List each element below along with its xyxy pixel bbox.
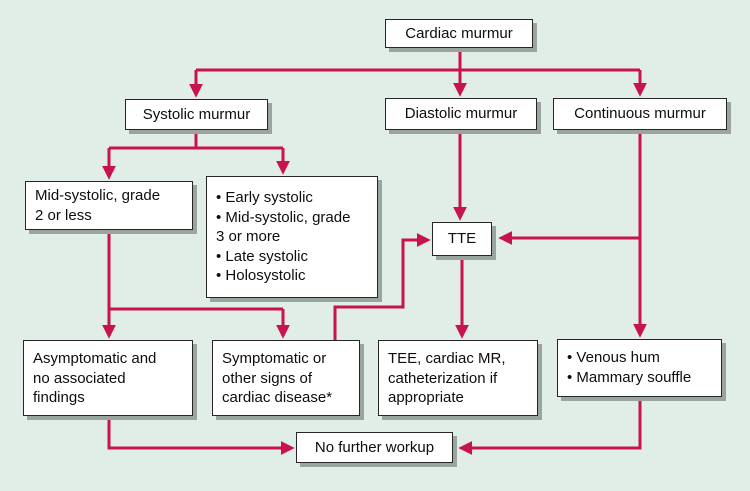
node-continuous-murmur: Continuous murmur [553, 98, 727, 130]
text-line: findings [33, 389, 85, 406]
text-line: • Holosystolic [216, 267, 306, 284]
edge-cardiac-trunk [196, 47, 640, 72]
edge-symptomatic-to-tte [333, 233, 431, 340]
text-line: no associated [33, 369, 126, 387]
text-line: • Late systolic [216, 247, 308, 265]
node-tee-workup: TEE, cardiac MR, catheterization if appr… [378, 340, 538, 416]
text-line: 2 or less [35, 206, 92, 224]
text-line: catheterization if [388, 369, 498, 387]
text-line: appropriate [388, 389, 464, 406]
node-systolic-murmur: Systolic murmur [125, 99, 268, 130]
node-diastolic-murmur: Diastolic murmur [385, 98, 537, 130]
text-line: • Early systolic [216, 189, 313, 206]
text-line: • Mammary souffle [567, 368, 692, 386]
node-symptomatic: Symptomatic or other signs of cardiac di… [212, 340, 360, 416]
node-tte: TTE [432, 222, 492, 256]
text-line: • Venous hum [567, 349, 660, 366]
text-line: Asymptomatic and [33, 350, 157, 367]
node-asymptomatic: Asymptomatic and no associated findings [23, 340, 193, 416]
edge-benign-to-nofurther [458, 397, 642, 455]
text-line: Symptomatic or [222, 350, 327, 367]
node-benign-continuous: • Venous hum • Mammary souffle [557, 339, 722, 397]
text-line: Mid-systolic, grade [35, 187, 161, 204]
text-line: TEE, cardiac MR, [388, 350, 506, 367]
text-line: other signs of [222, 369, 313, 387]
edge-systolic-trunk [109, 130, 283, 150]
node-mid-systolic: Mid-systolic, grade 2 or less [25, 181, 193, 230]
text-line: • Mid-systolic, grade [216, 208, 351, 226]
text-line: 3 or more [216, 228, 281, 245]
node-no-further-workup: No further workup [296, 432, 453, 463]
node-cardiac-murmur: Cardiac murmur [385, 19, 533, 48]
edge-asymptomatic-to-nofurther [107, 416, 295, 455]
node-other-systolic: • Early systolic • Mid-systolic, grade 3… [206, 176, 378, 298]
text-line: cardiac disease* [222, 389, 333, 406]
